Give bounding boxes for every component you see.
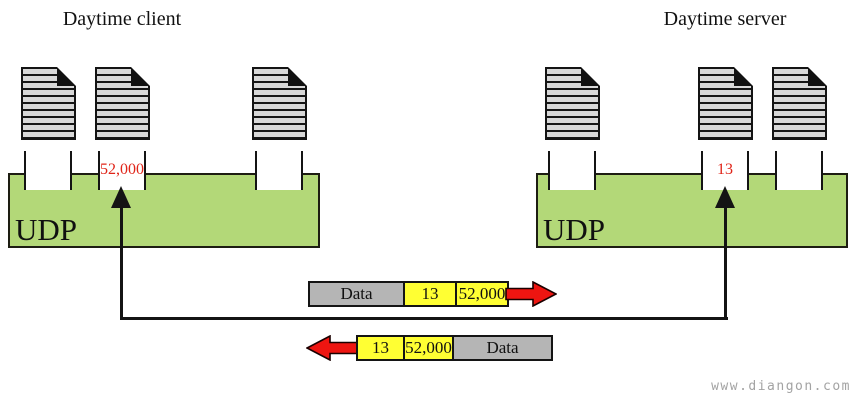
folded-corner-icon <box>734 67 753 86</box>
connector-vertical-client <box>120 204 123 320</box>
udp-label-client: UDP <box>15 212 78 247</box>
watermark: www.diangon.com <box>711 379 851 394</box>
port-slot <box>255 151 303 190</box>
reply-packet: 13 52,000 Data <box>356 335 553 361</box>
udp-box-server: UDP <box>536 173 848 248</box>
folded-corner-icon <box>288 67 307 86</box>
document-icon <box>772 67 827 140</box>
document-icon-daytime-client <box>95 67 150 140</box>
port-slot <box>24 151 72 190</box>
udp-label-server: UDP <box>543 212 606 247</box>
connector-horizontal <box>120 317 728 320</box>
port-slot <box>548 151 596 190</box>
client-port-number: 52,000 <box>100 161 144 178</box>
up-arrowhead-client-icon <box>111 186 131 208</box>
reply-dest-port-field: 52,000 <box>403 335 454 361</box>
reply-data-field: Data <box>452 335 553 361</box>
document-icon <box>252 67 307 140</box>
client-title: Daytime client <box>62 8 182 30</box>
request-dest-port-field: 13 <box>403 281 457 307</box>
server-title: Daytime server <box>663 8 787 30</box>
up-arrowhead-server-icon <box>715 186 735 208</box>
request-packet: Data 13 52,000 <box>308 281 509 307</box>
folded-corner-icon <box>808 67 827 86</box>
folded-corner-icon <box>57 67 76 86</box>
document-icon <box>21 67 76 140</box>
port-slot-server-13: 13 <box>701 151 749 190</box>
request-direction-arrow-icon <box>505 281 557 307</box>
connector-vertical-server <box>724 204 727 320</box>
reply-src-port-field: 13 <box>356 335 405 361</box>
document-icon <box>545 67 600 140</box>
port-slot <box>775 151 823 190</box>
port-slot-client-52000: 52,000 <box>98 151 146 190</box>
request-src-port-field: 52,000 <box>455 281 509 307</box>
folded-corner-icon <box>131 67 150 86</box>
folded-corner-icon <box>581 67 600 86</box>
reply-direction-arrow-icon <box>306 335 358 361</box>
request-data-field: Data <box>308 281 405 307</box>
document-icon-daytime-server <box>698 67 753 140</box>
server-port-number: 13 <box>717 161 733 178</box>
